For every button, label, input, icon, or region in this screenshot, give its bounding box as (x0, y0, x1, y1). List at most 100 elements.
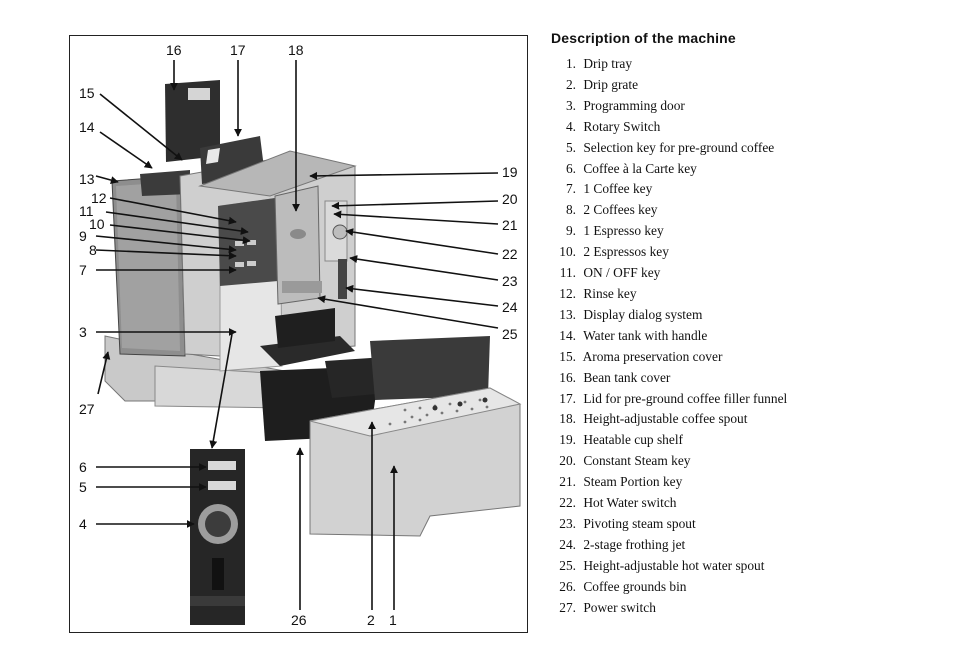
callout-24: 24 (502, 299, 518, 315)
callout-12: 12 (91, 190, 107, 206)
callout-20: 20 (502, 191, 518, 207)
part-number: 14. (559, 327, 576, 343)
part-label: Rotary Switch (583, 118, 661, 134)
callout-26: 26 (291, 612, 307, 628)
parts-list-item: 18. Height-adjustable coffee spout (551, 409, 931, 430)
part-number: 18. (559, 411, 576, 427)
callout-1: 1 (389, 612, 397, 628)
callout-11: 11 (79, 203, 94, 219)
part-number: 3. (565, 97, 576, 113)
part-number: 27. (559, 599, 576, 615)
parts-list-item: 7. 1 Coffee key (551, 179, 931, 200)
callout-7: 7 (79, 262, 87, 278)
callout-15: 15 (79, 85, 95, 101)
part-number: 10. (559, 244, 576, 260)
section-heading: Description of the machine (551, 30, 736, 46)
callout-23: 23 (502, 273, 518, 289)
part-label: 2-stage frothing jet (583, 536, 686, 552)
parts-list-item: 1. Drip tray (551, 54, 931, 75)
part-label: Rinse key (583, 285, 637, 301)
part-label: Water tank with handle (583, 327, 708, 343)
part-label: 2 Coffees key (583, 202, 658, 218)
callout-25: 25 (502, 326, 518, 342)
part-label: ON / OFF key (583, 265, 661, 281)
leader-line-27 (97, 351, 111, 395)
part-label: Selection key for pre-ground coffee (583, 139, 775, 155)
parts-list-item: 20. Constant Steam key (551, 451, 931, 472)
part-number: 20. (559, 453, 576, 469)
callout-lines (95, 60, 499, 610)
leader-line-22 (345, 228, 499, 255)
callout-22: 22 (502, 246, 518, 262)
part-number: 1. (565, 56, 576, 71)
parts-list-item: 27. Power switch (551, 598, 931, 619)
part-label: Pivoting steam spout (583, 515, 696, 531)
part-number: 21. (559, 474, 576, 490)
part-number: 13. (559, 306, 576, 322)
callout-5: 5 (79, 479, 87, 495)
leader-line-11 (105, 211, 249, 235)
leader-line-9 (95, 235, 237, 254)
parts-list-item: 21. Steam Portion key (551, 472, 931, 493)
callout-2: 2 (367, 612, 375, 628)
callout-14: 14 (79, 119, 95, 135)
parts-list-item: 10. 2 Espressos key (551, 242, 931, 263)
parts-list-item: 24. 2-stage frothing jet (551, 535, 931, 556)
parts-list-item: 13. Display dialog system (551, 305, 931, 326)
leader-line-12 (109, 197, 237, 225)
parts-list-item: 26. Coffee grounds bin (551, 577, 931, 598)
part-label: Power switch (583, 599, 656, 615)
part-label: Hot Water switch (583, 495, 677, 511)
callout-8: 8 (89, 242, 97, 258)
part-number: 15. (559, 348, 576, 364)
part-number: 4. (565, 118, 576, 134)
parts-list-item: 5. Selection key for pre-ground coffee (551, 138, 931, 159)
leader-line-25 (317, 295, 499, 329)
callout-17: 17 (230, 42, 246, 58)
part-label: Constant Steam key (583, 453, 691, 469)
coffee-machine-illustration (104, 80, 522, 625)
callout-6: 6 (79, 459, 87, 475)
parts-list-item: 14. Water tank with handle (551, 326, 931, 347)
leader-line-panel-inset (209, 333, 233, 449)
part-label: Drip tray (583, 56, 633, 71)
part-label: Bean tank cover (583, 369, 671, 385)
part-label: Steam Portion key (583, 474, 683, 490)
part-label: Display dialog system (583, 306, 703, 322)
callout-10: 10 (89, 216, 105, 232)
leader-line-13 (95, 175, 119, 184)
parts-list-item: 2. Drip grate (551, 75, 931, 96)
part-number: 26. (559, 578, 576, 594)
parts-list-item: 12. Rinse key (551, 284, 931, 305)
part-label: Coffee à la Carte key (583, 160, 697, 176)
part-number: 11. (559, 265, 576, 281)
part-label: Programming door (583, 97, 685, 113)
part-number: 22. (559, 495, 576, 511)
leader-line-23 (349, 255, 499, 281)
machine-figure: 16 17 18 15 14 13 12 11 10 9 8 7 3 27 19… (69, 35, 528, 633)
parts-list-item: 15. Aroma preservation cover (551, 347, 931, 368)
callout-3: 3 (79, 324, 87, 340)
callout-labels: 16 17 18 15 14 13 12 11 10 9 8 7 3 27 19… (79, 42, 518, 628)
callout-9: 9 (79, 228, 87, 244)
part-number: 23. (559, 515, 576, 531)
part-number: 2. (565, 76, 576, 92)
part-number: 7. (565, 181, 576, 197)
parts-list-item: 4. Rotary Switch (551, 117, 931, 138)
parts-list-item: 19. Heatable cup shelf (551, 430, 931, 451)
part-label: Lid for pre-ground coffee filler funnel (583, 390, 788, 406)
part-number: 24. (559, 536, 576, 552)
callout-13: 13 (79, 171, 95, 187)
part-label: Drip grate (583, 76, 639, 92)
parts-list-item: 8. 2 Coffees key (551, 200, 931, 221)
leader-line-10 (109, 224, 251, 245)
parts-list-item: 17. Lid for pre-ground coffee filler fun… (551, 389, 931, 410)
part-label: Height-adjustable hot water spout (583, 557, 765, 573)
callout-27: 27 (79, 401, 95, 417)
leader-line-19 (309, 171, 499, 180)
part-label: 1 Coffee key (583, 181, 653, 197)
callout-16: 16 (166, 42, 182, 58)
leader-line-21 (333, 210, 499, 225)
